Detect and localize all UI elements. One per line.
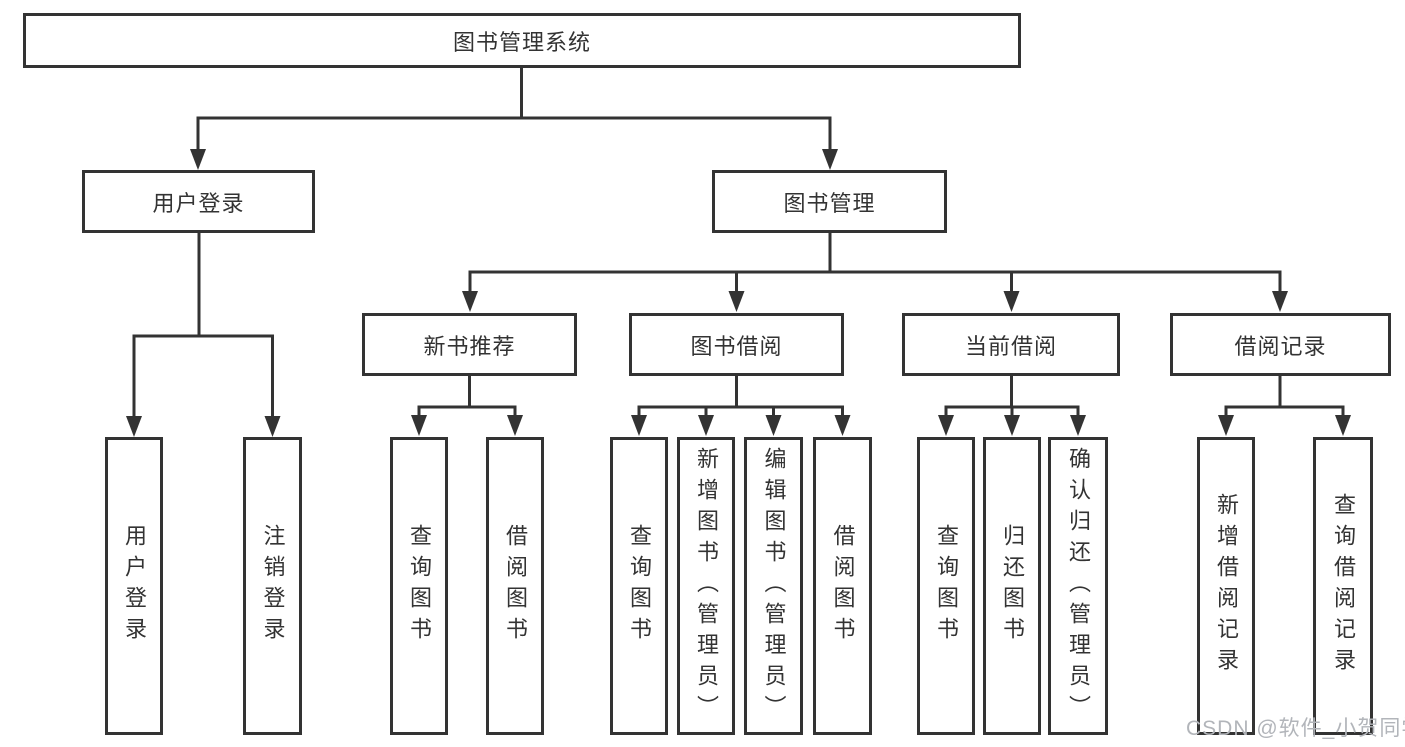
node-root: 图书管理系统 [23,13,1021,68]
node-book-management-label: 图书管理 [783,190,876,216]
leaf-borrow-book-1-label: 借阅图书 [503,524,528,648]
leaf-confirm-return-admin: 确认归还（管理员） [1048,437,1108,735]
leaf-query-borrow-record: 查询借阅记录 [1313,437,1373,735]
leaf-edit-book-admin-label: 编辑图书（管理员） [761,446,787,726]
leaf-query-book-3: 查询图书 [917,437,975,735]
leaf-query-book-1-label: 查询图书 [407,524,432,648]
csdn-watermark: CSDN @软件_小贺同学 [1186,717,1405,740]
node-borrow-record: 借阅记录 [1170,313,1391,376]
leaf-query-book-2-label: 查询图书 [627,524,652,648]
leaf-add-book-admin: 新增图书（管理员） [677,437,735,735]
node-book-borrow-label: 图书借阅 [690,333,783,359]
leaf-add-borrow-record: 新增借阅记录 [1197,437,1255,735]
node-user-login-label: 用户登录 [152,190,245,216]
leaf-add-borrow-record-label: 新增借阅记录 [1214,493,1239,679]
node-new-book-recommend: 新书推荐 [362,313,577,376]
leaf-return-book: 归还图书 [983,437,1041,735]
leaf-add-book-admin-label: 新增图书（管理员） [694,446,719,726]
leaf-query-book-3-label: 查询图书 [934,524,959,648]
leaf-query-book-2: 查询图书 [610,437,668,735]
leaf-logout-label: 注销登录 [260,524,286,648]
leaf-edit-book-admin: 编辑图书（管理员） [744,437,803,735]
leaf-borrow-book-1: 借阅图书 [486,437,544,735]
leaf-logout: 注销登录 [243,437,302,735]
leaf-user-login-label: 用户登录 [122,524,147,648]
node-current-borrow: 当前借阅 [902,313,1120,376]
arrowheads [126,149,1351,437]
node-book-borrow: 图书借阅 [629,313,844,376]
leaf-user-login: 用户登录 [105,437,163,735]
leaf-borrow-book-2-label: 借阅图书 [830,524,856,648]
leaf-query-book-1: 查询图书 [390,437,448,735]
node-book-management: 图书管理 [712,170,947,233]
leaf-query-borrow-record-label: 查询借阅记录 [1331,493,1356,679]
leaf-return-book-label: 归还图书 [1000,524,1025,648]
node-current-borrow-label: 当前借阅 [964,333,1057,359]
node-user-login: 用户登录 [82,170,315,233]
node-root-label: 图书管理系统 [452,29,591,55]
leaf-borrow-book-2: 借阅图书 [813,437,872,735]
node-new-book-recommend-label: 新书推荐 [423,333,516,359]
leaf-confirm-return-admin-label: 确认归还（管理员） [1066,446,1091,726]
node-borrow-record-label: 借阅记录 [1234,333,1327,359]
